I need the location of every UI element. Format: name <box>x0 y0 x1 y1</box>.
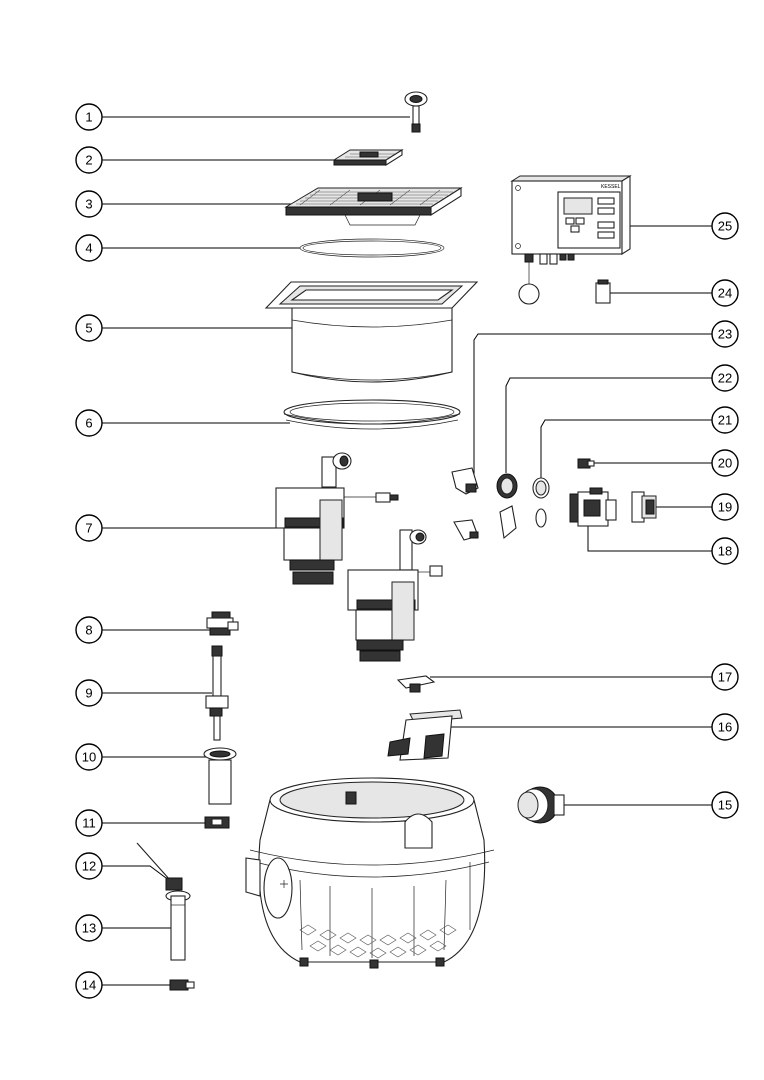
callout-number: 16 <box>718 720 732 735</box>
callout-number: 22 <box>718 371 732 386</box>
callout-number: 20 <box>718 456 732 471</box>
part-18-valve <box>569 487 617 527</box>
callout-22: 22 <box>711 364 739 392</box>
callout-number: 14 <box>82 978 96 993</box>
tank-housing <box>245 777 495 969</box>
part-4-seal-ring <box>299 238 445 258</box>
part-9-probe <box>205 645 229 741</box>
part-21-plug <box>532 477 550 528</box>
callout-2: 2 <box>75 146 103 174</box>
part-16-bracket <box>387 709 463 761</box>
part-22-non-return-flap <box>496 473 518 540</box>
part-19-valve-body <box>631 491 657 523</box>
callout-number: 6 <box>85 416 92 431</box>
callout-14: 14 <box>75 971 103 999</box>
leader-12 <box>102 865 171 882</box>
callout-12: 12 <box>75 852 103 880</box>
callout-21: 21 <box>711 406 739 434</box>
leader-lines <box>102 116 712 986</box>
callout-18: 18 <box>711 537 739 565</box>
part-17-holder <box>396 675 436 693</box>
part-2-small-grate <box>332 149 404 166</box>
callout-13: 13 <box>75 914 103 942</box>
callout-7: 7 <box>75 514 103 542</box>
controller-brand-label: KESSEL <box>601 184 621 190</box>
part-1-key <box>404 91 428 133</box>
callout-number: 12 <box>82 859 96 874</box>
callout-number: 25 <box>718 219 732 234</box>
part-3-cover-grate <box>284 187 463 226</box>
callout-6: 6 <box>75 409 103 437</box>
callout-16: 16 <box>711 713 739 741</box>
callout-15: 15 <box>711 791 739 819</box>
callout-24: 24 <box>711 279 739 307</box>
callout-number: 18 <box>718 544 732 559</box>
callout-number: 4 <box>85 241 92 256</box>
callout-11: 11 <box>75 809 103 837</box>
callout-number: 7 <box>85 521 92 536</box>
callout-number: 2 <box>85 153 92 168</box>
callout-4: 4 <box>75 234 103 262</box>
callout-number: 10 <box>82 750 96 765</box>
callout-number: 9 <box>85 686 92 701</box>
part-24-battery <box>595 279 611 304</box>
part-8-sensor-clip <box>206 611 239 636</box>
callout-number: 15 <box>718 798 732 813</box>
callout-number: 17 <box>718 670 732 685</box>
callout-1: 1 <box>75 103 103 131</box>
callout-19: 19 <box>711 493 739 521</box>
part-25-control-unit: KESSEL <box>510 175 632 305</box>
part-10-pipe-sleeve <box>203 747 237 805</box>
callout-number: 3 <box>85 197 92 212</box>
part-14-fitting <box>169 979 195 991</box>
part-7-pump-lower <box>347 529 443 662</box>
callout-25: 25 <box>711 212 739 240</box>
part-11-clamp <box>204 816 230 829</box>
leader-23 <box>473 333 712 480</box>
callout-23: 23 <box>711 320 739 348</box>
part-20-clip <box>577 458 595 469</box>
callout-20: 20 <box>711 449 739 477</box>
part-6-large-seal-ring <box>283 399 461 430</box>
leader-21 <box>540 419 712 478</box>
callout-9: 9 <box>75 679 103 707</box>
part-13-pipe <box>165 890 191 961</box>
part-23-lever-arm <box>451 467 479 541</box>
callout-number: 13 <box>82 921 96 936</box>
callout-10: 10 <box>75 743 103 771</box>
part-7-pump-upper <box>275 452 399 585</box>
leader-22 <box>505 377 712 473</box>
callout-3: 3 <box>75 190 103 218</box>
part-5-extension-collar <box>264 281 479 383</box>
leader-18 <box>587 518 712 552</box>
callout-number: 8 <box>85 623 92 638</box>
callout-number: 11 <box>82 816 96 831</box>
callout-number: 1 <box>85 110 92 125</box>
callout-5: 5 <box>75 314 103 342</box>
callout-8: 8 <box>75 616 103 644</box>
callout-number: 5 <box>85 321 92 336</box>
callout-number: 19 <box>718 500 732 515</box>
callout-17: 17 <box>711 663 739 691</box>
callout-number: 21 <box>718 413 732 428</box>
leader-16 <box>439 724 712 728</box>
callouts: 1 2 3 4 5 6 7 8 9 10 11 12 13 14 15 16 1… <box>75 103 739 999</box>
part-12-lever <box>136 842 183 891</box>
callout-number: 23 <box>718 327 732 342</box>
callout-number: 24 <box>718 286 732 301</box>
part-15-inlet-seal <box>517 786 565 824</box>
